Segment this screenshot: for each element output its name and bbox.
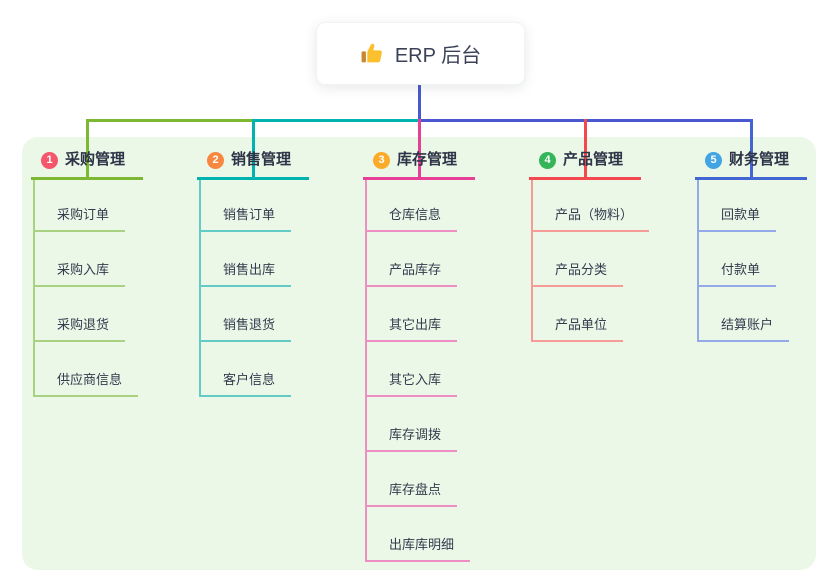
branch-label: 销售管理 (231, 151, 292, 168)
child-item[interactable]: 产品（物料） (531, 206, 650, 232)
branch-label: 财务管理 (729, 151, 790, 168)
child-item[interactable]: 采购退货 (33, 316, 126, 342)
child-item[interactable]: 库存调拨 (365, 426, 458, 452)
branch-title-2[interactable]: 2 销售管理 (197, 150, 309, 180)
child-item[interactable]: 结算账户 (697, 316, 790, 342)
branch-trunk-line (365, 180, 367, 562)
bus-line-middle (253, 119, 419, 122)
branch-label: 产品管理 (563, 151, 624, 168)
child-item[interactable]: 采购订单 (33, 206, 126, 232)
child-item[interactable]: 出库库明细 (365, 536, 471, 562)
child-item[interactable]: 产品单位 (531, 316, 624, 342)
root-stem-line (418, 83, 421, 119)
branch-badge: 4 (539, 151, 556, 169)
branch-drop-line (86, 119, 89, 177)
branch-drop-line (418, 119, 421, 177)
child-item[interactable]: 仓库信息 (365, 206, 458, 232)
branch-badge: 2 (207, 151, 224, 169)
thumbs-up-icon (360, 41, 385, 66)
branch-title-3[interactable]: 3 库存管理 (363, 150, 475, 180)
child-item[interactable]: 销售出库 (199, 261, 292, 287)
child-item[interactable]: 销售退货 (199, 316, 292, 342)
branch-title-5[interactable]: 5 财务管理 (695, 150, 807, 180)
branch-label: 采购管理 (65, 151, 126, 168)
branch-drop-line (252, 119, 255, 177)
root-node[interactable]: ERP 后台 (316, 22, 525, 85)
branch-trunk-line (697, 180, 699, 342)
branch-trunk-line (33, 180, 35, 397)
child-item[interactable]: 供应商信息 (33, 371, 139, 397)
branch-badge: 3 (373, 151, 390, 169)
branch-title-4[interactable]: 4 产品管理 (529, 150, 641, 180)
child-item[interactable]: 回款单 (697, 206, 777, 232)
child-item[interactable]: 库存盘点 (365, 481, 458, 507)
child-item[interactable]: 销售订单 (199, 206, 292, 232)
bus-line-left (86, 119, 253, 122)
child-item[interactable]: 其它入库 (365, 371, 458, 397)
branch-trunk-line (531, 180, 533, 342)
branch-drop-line (584, 119, 587, 177)
branch-trunk-line (199, 180, 201, 397)
root-label: ERP 后台 (394, 45, 482, 67)
child-item[interactable]: 客户信息 (199, 371, 292, 397)
child-item[interactable]: 其它出库 (365, 316, 458, 342)
child-item[interactable]: 产品库存 (365, 261, 458, 287)
child-item[interactable]: 付款单 (697, 261, 777, 287)
branch-title-1[interactable]: 1 采购管理 (31, 150, 143, 180)
branch-label: 库存管理 (397, 151, 458, 168)
branch-badge: 1 (41, 151, 58, 169)
branch-badge: 5 (705, 151, 722, 169)
branch-drop-line (750, 119, 753, 177)
child-item[interactable]: 采购入库 (33, 261, 126, 287)
child-item[interactable]: 产品分类 (531, 261, 624, 287)
branches-panel (22, 137, 816, 570)
